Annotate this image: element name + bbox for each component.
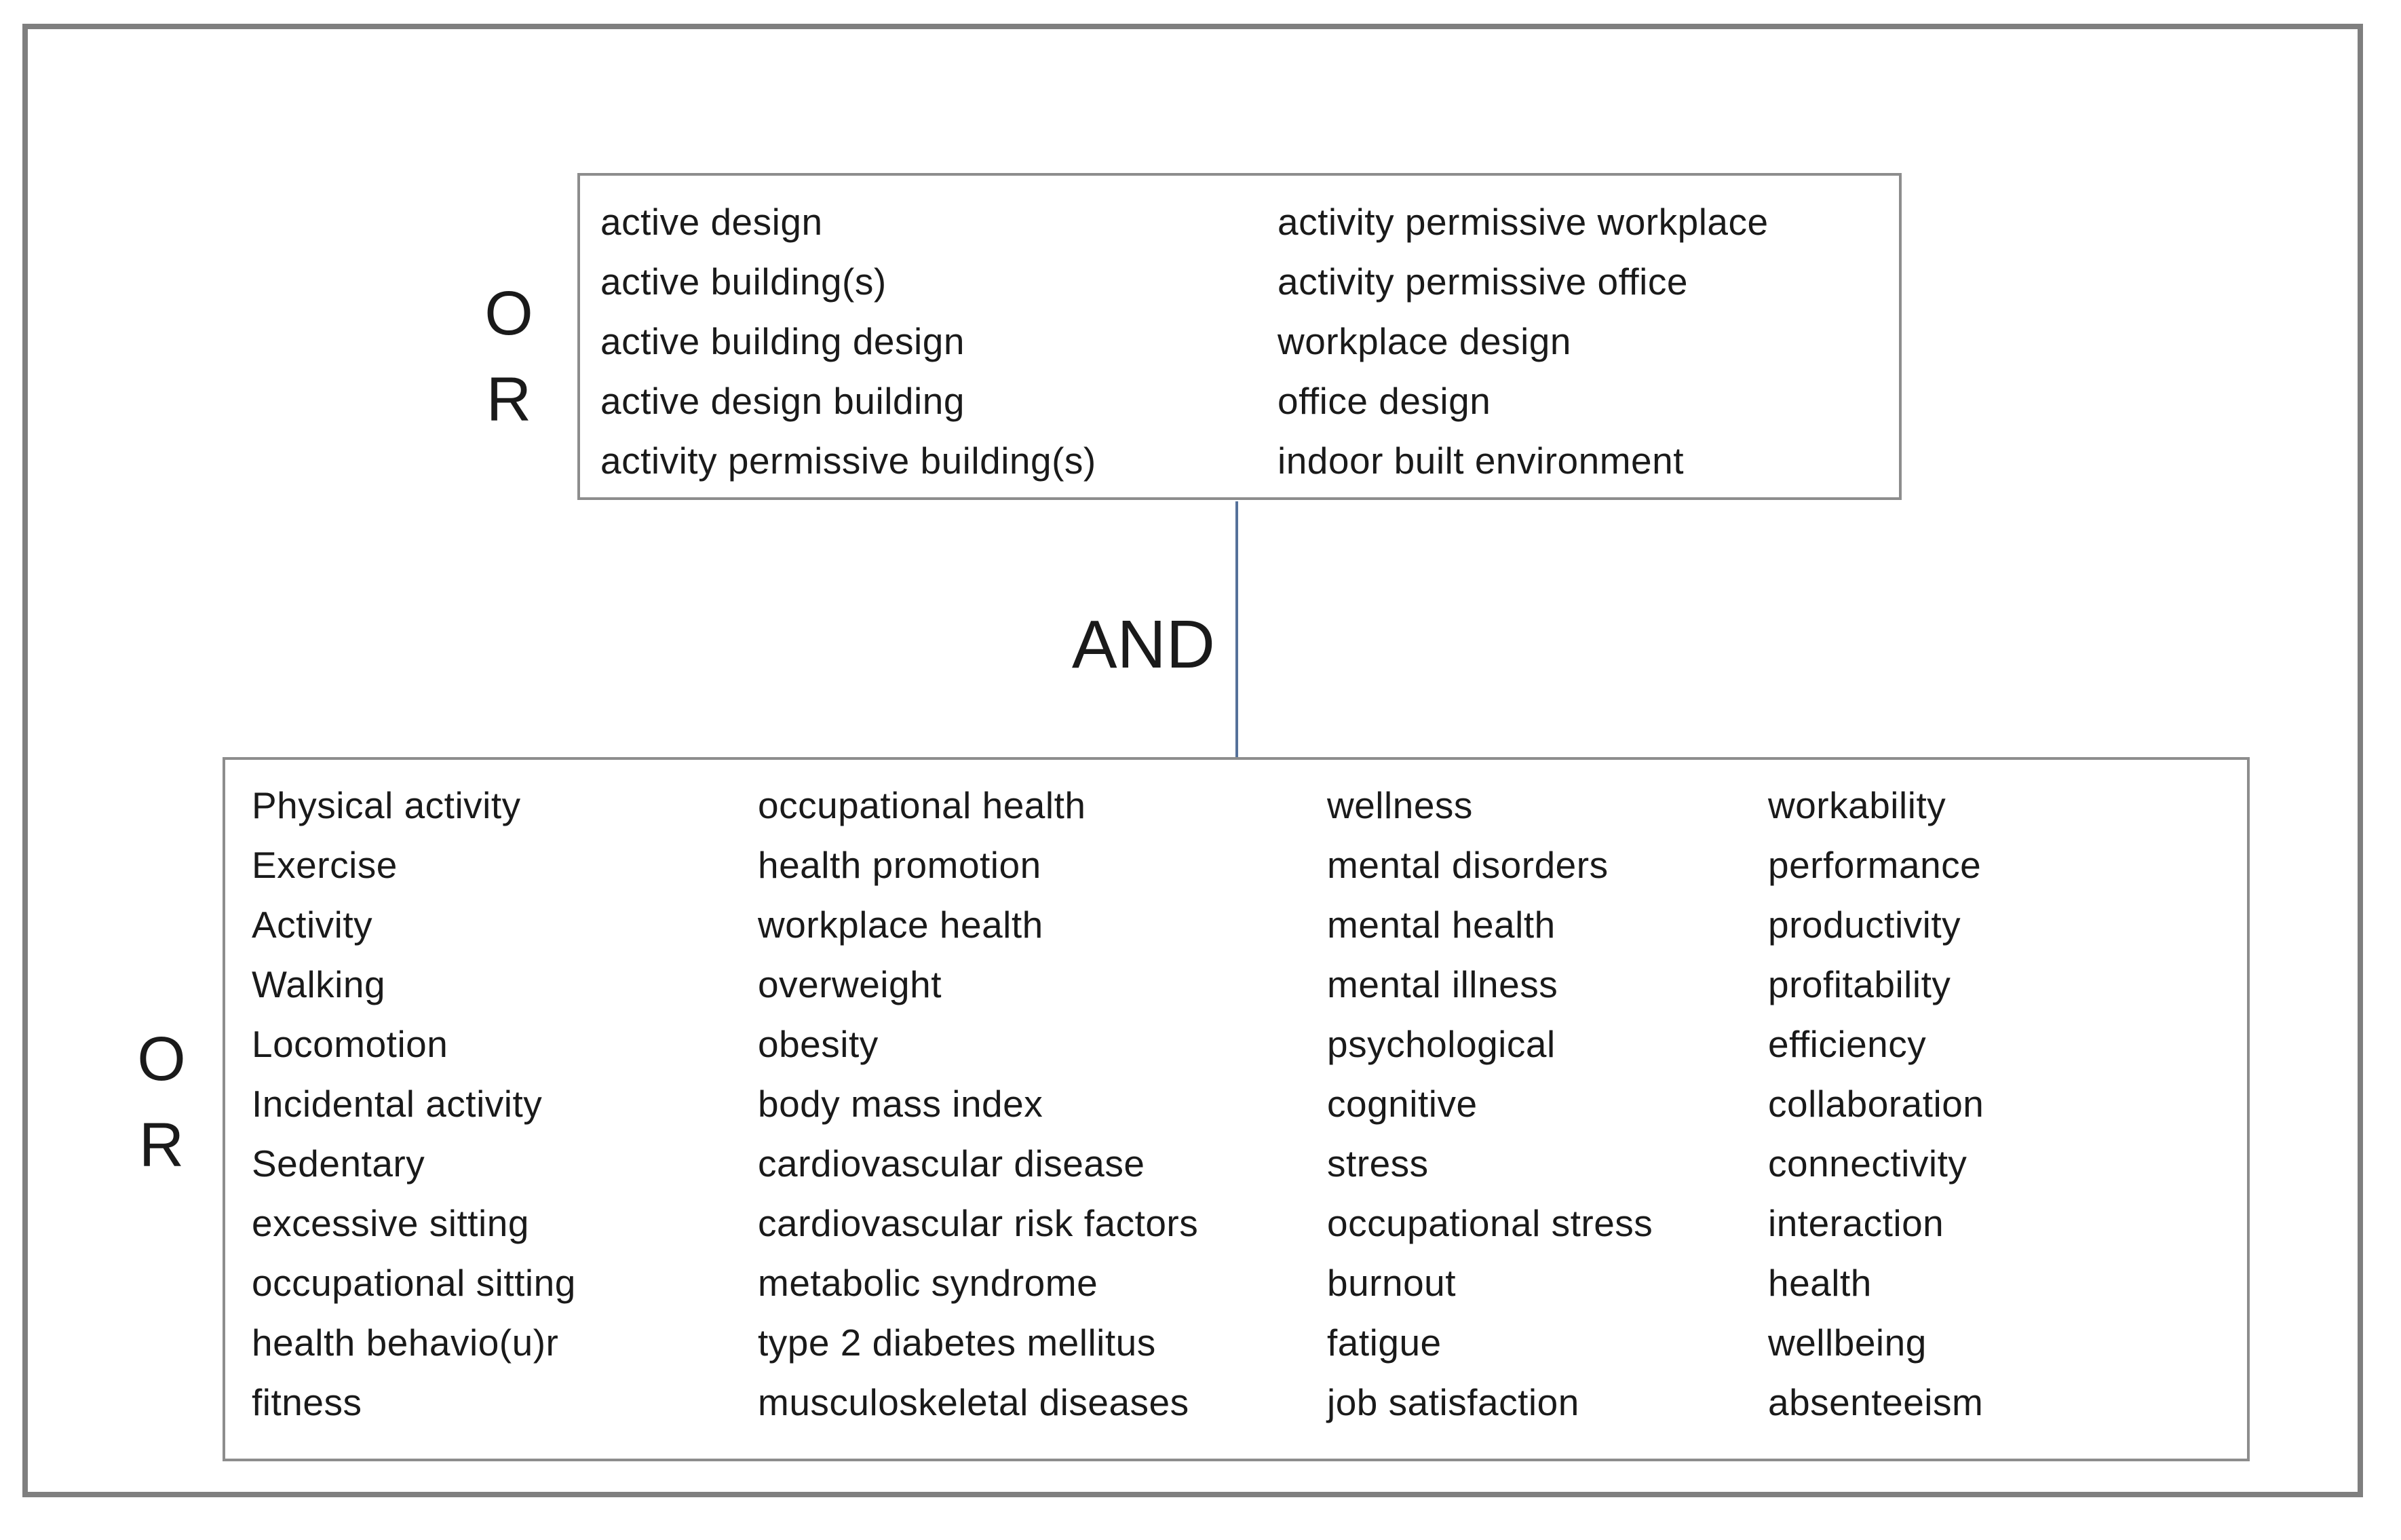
term: active design building [600, 380, 965, 422]
top-box-column-1: active design active building(s) active … [600, 192, 1272, 490]
term: Walking [252, 963, 386, 1005]
term: fatigue [1327, 1322, 1442, 1364]
term: productivity [1768, 904, 1961, 946]
term: health [1768, 1262, 1872, 1304]
term: active design [600, 201, 823, 243]
term: overweight [758, 963, 942, 1005]
term: wellbeing [1768, 1322, 1927, 1364]
and-connector-line [1235, 501, 1238, 758]
term: health promotion [758, 844, 1041, 886]
term: Locomotion [252, 1023, 448, 1065]
term: excessive sitting [252, 1202, 529, 1244]
term: cardiovascular risk factors [758, 1202, 1199, 1244]
term: connectivity [1768, 1142, 1967, 1185]
term: stress [1327, 1142, 1429, 1185]
term: workability [1768, 784, 1946, 826]
term: body mass index [758, 1083, 1043, 1125]
top-box-column-2: activity permissive workplace activity p… [1278, 192, 1888, 490]
term: office design [1278, 380, 1491, 422]
figure-outer-frame: O R active design active building(s) act… [22, 24, 2363, 1497]
term: workplace design [1278, 320, 1571, 362]
term: Exercise [252, 844, 398, 886]
term: profitability [1768, 963, 1951, 1005]
or-operator-label-bottom: O R [119, 1016, 204, 1189]
term: mental illness [1327, 963, 1558, 1005]
term: occupational health [758, 784, 1086, 826]
bottom-box-column-3: wellness mental disorders mental health … [1327, 775, 1761, 1432]
term: Physical activity [252, 784, 521, 826]
term: Incidental activity [252, 1083, 543, 1125]
term: musculoskeletal diseases [758, 1381, 1189, 1423]
term: health behavio(u)r [252, 1322, 559, 1364]
term: psychological [1327, 1023, 1556, 1065]
or-letter-o: O [137, 1024, 186, 1094]
term: wellness [1327, 784, 1473, 826]
term: Sedentary [252, 1142, 425, 1185]
term: obesity [758, 1023, 879, 1065]
term: activity permissive building(s) [600, 440, 1096, 482]
bottom-box-column-1: Physical activity Exercise Activity Walk… [252, 775, 754, 1432]
or-letter-r: R [138, 1111, 185, 1180]
term: indoor built environment [1278, 440, 1685, 482]
bottom-box-column-2: occupational health health promotion wor… [758, 775, 1321, 1432]
term: metabolic syndrome [758, 1262, 1098, 1304]
bottom-terms-box [223, 757, 2250, 1461]
term: cognitive [1327, 1083, 1478, 1125]
term: activity permissive office [1278, 261, 1688, 303]
top-terms-box [577, 173, 1902, 500]
or-letter-r: R [486, 365, 532, 434]
bottom-box-column-4: workability performance productivity pro… [1768, 775, 2243, 1432]
term: cardiovascular disease [758, 1142, 1145, 1185]
term: mental disorders [1327, 844, 1609, 886]
term: occupational sitting [252, 1262, 576, 1304]
and-operator-label: AND [1071, 607, 1215, 682]
term: Activity [252, 904, 373, 946]
term: absenteeism [1768, 1381, 1984, 1423]
term: job satisfaction [1327, 1381, 1579, 1423]
term: burnout [1327, 1262, 1457, 1304]
term: performance [1768, 844, 1982, 886]
term: mental health [1327, 904, 1556, 946]
term: fitness [252, 1381, 362, 1423]
term: activity permissive workplace [1278, 201, 1769, 243]
term: interaction [1768, 1202, 1944, 1244]
term: occupational stress [1327, 1202, 1653, 1244]
term: type 2 diabetes mellitus [758, 1322, 1156, 1364]
term: collaboration [1768, 1083, 1984, 1125]
term: workplace health [758, 904, 1043, 946]
term: efficiency [1768, 1023, 1927, 1065]
or-letter-o: O [484, 279, 533, 348]
or-operator-label-top: O R [467, 271, 551, 443]
term: active building design [600, 320, 965, 362]
term: active building(s) [600, 261, 887, 303]
